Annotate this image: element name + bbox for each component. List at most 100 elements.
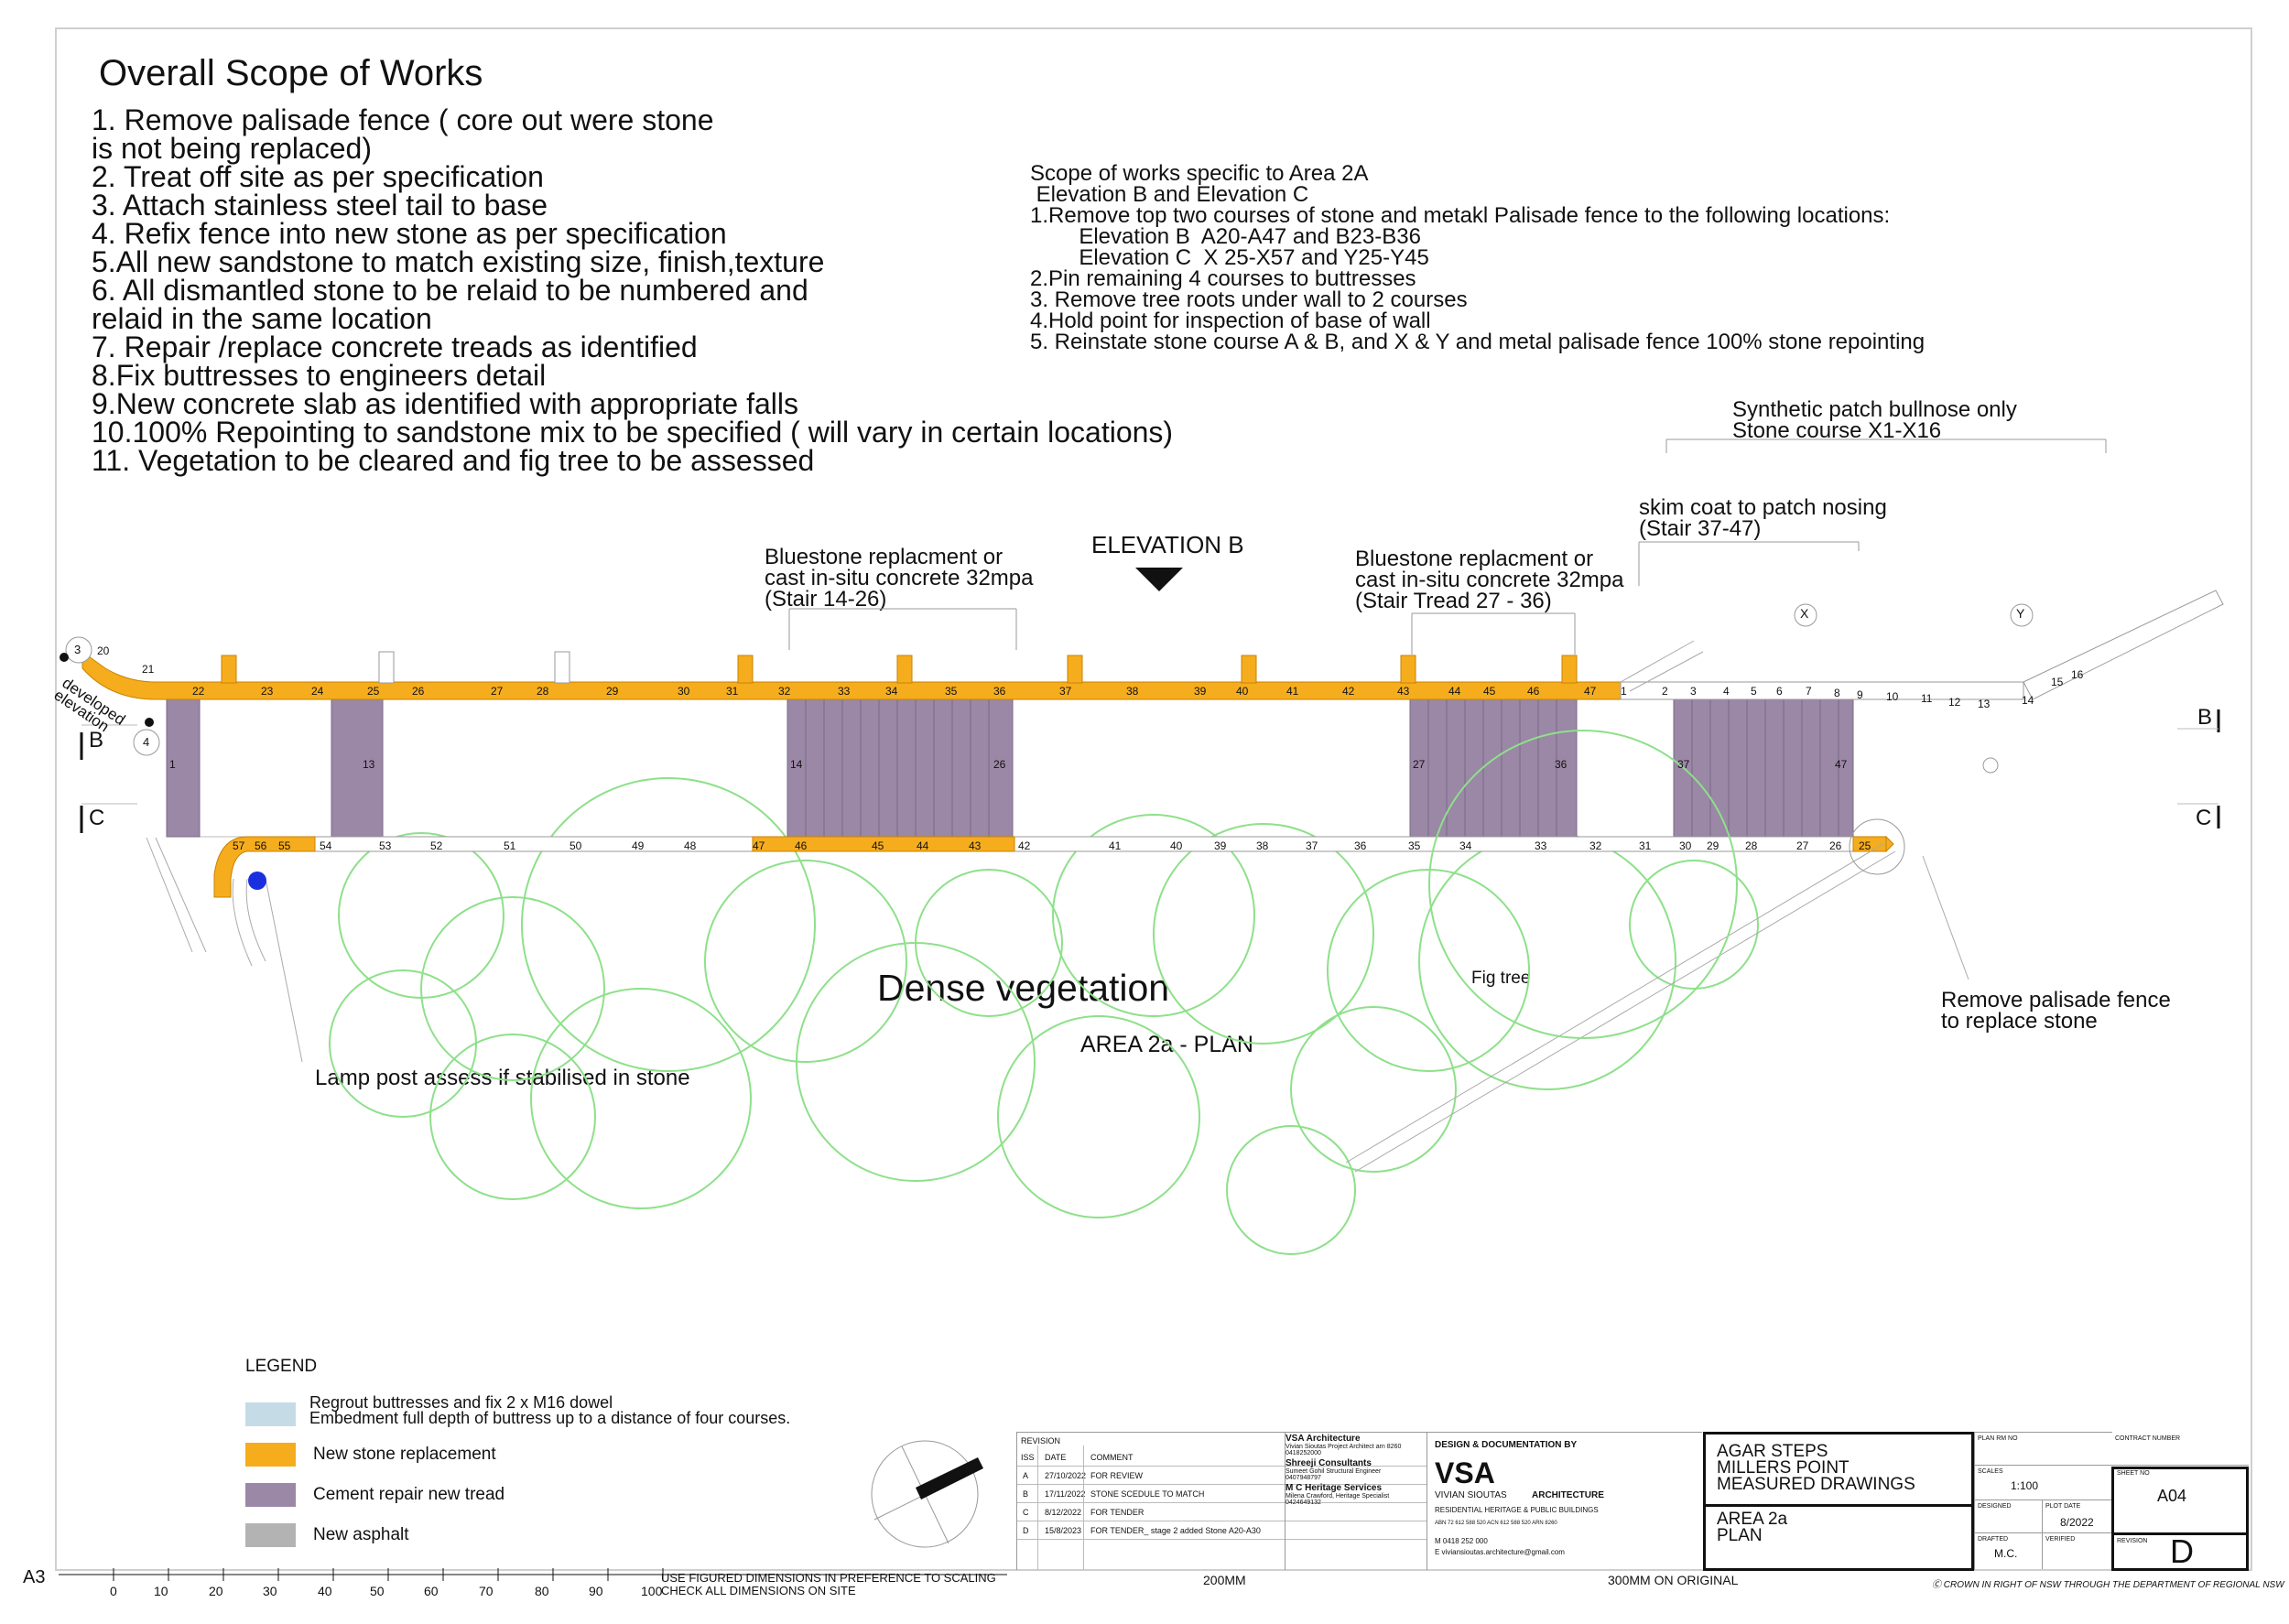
- area-scope-line: Elevation B A20-A47 and B23-B36: [1030, 224, 1421, 249]
- revision-heading: REVISION: [1021, 1436, 1061, 1445]
- wall-number-top-extension: 2: [1662, 685, 1668, 698]
- scaling-note-line: CHECK ALL DIMENSIONS ON SITE: [661, 1584, 856, 1597]
- revision-iss: B: [1023, 1489, 1029, 1499]
- revision-comment: FOR TENDER: [1090, 1508, 1144, 1517]
- wall-number-top-extension: 3: [1690, 685, 1697, 698]
- wall-number-top: 32: [778, 685, 791, 698]
- wall-number-bottom: 42: [1018, 839, 1031, 852]
- elevation-b-arrow: [1135, 568, 1183, 591]
- consultants: VSA Architecture Vivian Sioutas Project …: [1286, 1434, 1423, 1506]
- scaling-note-line: USE FIGURED DIMENSIONS IN PREFERENCE TO …: [661, 1571, 996, 1585]
- wall-number-bottom: 46: [795, 839, 808, 852]
- wall-number-bottom: 49: [632, 839, 645, 852]
- drafted-label: DRAFTED: [1978, 1536, 2009, 1543]
- lamp-post-note: Lamp post assess if stabilised in stone: [315, 1066, 690, 1090]
- scaling-note: USE FIGURED DIMENSIONS IN PREFERENCE TO …: [661, 1572, 996, 1597]
- legend-title: LEGEND: [245, 1357, 318, 1376]
- marker-x-circle: [1794, 603, 1817, 627]
- stair-number-label: 14: [790, 758, 803, 771]
- drafted-by: M.C.: [1994, 1547, 2018, 1560]
- wall-number-top: 31: [726, 685, 739, 698]
- elevation-b-label: ELEVATION B: [1091, 531, 1244, 558]
- ref-3-label: 3: [74, 643, 81, 656]
- stair-number-label: 1: [169, 758, 176, 771]
- wall-number-top: 22: [192, 685, 205, 698]
- revision-date: 8/12/2022: [1045, 1508, 1082, 1517]
- scale-tick-label: 80: [535, 1584, 549, 1598]
- fig-tree-label: Fig tree: [1471, 969, 1531, 988]
- wall-number-bottom: 30: [1679, 839, 1692, 852]
- consultant-name: M C Heritage Services: [1286, 1483, 1383, 1493]
- area-scope: Scope of works specific to Area 2A Eleva…: [1030, 161, 2083, 353]
- scale-tick-label: 10: [154, 1584, 168, 1598]
- drawing-border: [55, 27, 2252, 1571]
- scope-item: 5.All new sandstone to match existing si…: [92, 245, 825, 278]
- revision-col-iss: ISS: [1021, 1453, 1035, 1462]
- wall-number-top-extension: 9: [1857, 688, 1863, 701]
- wall-number-top: 34: [885, 685, 898, 698]
- wall-number-top: 36: [993, 685, 1006, 698]
- wall-number-bottom: 50: [570, 839, 582, 852]
- wall-number-bottom: 39: [1214, 839, 1227, 852]
- firm-sub2: ARCHITECTURE: [1532, 1490, 1604, 1500]
- marker-y-label: Y: [2016, 606, 2025, 621]
- area-scope-line: 1.Remove top two courses of stone and me…: [1030, 203, 1891, 228]
- wall-number-top: 23: [261, 685, 274, 698]
- wall-number-top: 20: [97, 644, 110, 657]
- dense-vegetation-label: Dense vegetation: [877, 967, 1170, 1009]
- legend-swatch-asphalt: [245, 1523, 296, 1547]
- wall-number-top: 35: [945, 685, 958, 698]
- wall-number-bottom: 31: [1639, 839, 1652, 852]
- stair-number-label: 27: [1413, 758, 1426, 771]
- scale-tick-label: 20: [209, 1584, 223, 1598]
- revision-col-comment: COMMENT: [1090, 1453, 1134, 1462]
- firm-phone: M 0418 252 000: [1435, 1537, 1488, 1545]
- stair-number-label: 13: [363, 758, 375, 771]
- wall-number-top-extension: 5: [1751, 685, 1757, 698]
- firm-sub: VIVIAN SIOUTAS: [1435, 1490, 1507, 1500]
- sheet-no: A04: [2157, 1487, 2187, 1505]
- wall-number-bottom: 29: [1707, 839, 1719, 852]
- legend-swatch-cement-repair: [245, 1483, 296, 1507]
- lamp-post-marker: [248, 872, 266, 890]
- scale-value: 1:100: [2011, 1479, 2039, 1492]
- survey-point: [1982, 757, 1999, 774]
- sheet-info-block: PLAN RM NO CONTRACT NUMBER SCALES 1:100 …: [1974, 1432, 2249, 1571]
- scope-item: 9.New concrete slab as identified with a…: [92, 387, 798, 420]
- wall-number-top: 43: [1397, 685, 1410, 698]
- plot-date: 8/2022: [2060, 1516, 2094, 1529]
- ref-circle-3: [65, 636, 92, 664]
- wall-number-bottom: 57: [233, 839, 245, 852]
- wall-number-top: 42: [1342, 685, 1355, 698]
- wall-number-top: 40: [1236, 685, 1249, 698]
- wall-number-bottom: 32: [1589, 839, 1602, 852]
- legend-swatch-regrout: [245, 1402, 296, 1426]
- wall-number-top-extension: 6: [1776, 685, 1783, 698]
- wall-number-top: 37: [1059, 685, 1072, 698]
- verified-label: VERIFIED: [2045, 1536, 2076, 1543]
- mark-200mm: 200MM: [1203, 1573, 1246, 1587]
- wall-number-top: 21: [142, 663, 155, 676]
- wall-number-top: 41: [1286, 685, 1299, 698]
- revision-comment: FOR TENDER_ stage 2 added Stone A20-A30: [1090, 1526, 1261, 1535]
- legend-swatch-new-stone: [245, 1443, 296, 1467]
- consultant-detail: Vivian Sioutas Project Architect arn 826…: [1286, 1444, 1402, 1456]
- revision-table: REVISION ISS DATE COMMENT A 27/10/2022 F…: [1016, 1432, 1427, 1570]
- scale-tick-label: 30: [263, 1584, 277, 1598]
- revision-date: 27/10/2022: [1045, 1471, 1087, 1480]
- scope-item: 4. Refix fence into new stone as per spe…: [92, 217, 727, 250]
- stair-number-label: 47: [1835, 758, 1848, 771]
- scales-label: SCALES: [1978, 1468, 2003, 1475]
- section-c-left: C: [89, 806, 105, 830]
- wall-number-top: 28: [537, 685, 549, 698]
- area-scope-line: Elevation C X 25-X57 and Y25-Y45: [1030, 245, 1429, 270]
- wall-number-top: 25: [367, 685, 380, 698]
- wall-number-bottom: 47: [753, 839, 765, 852]
- note-bluestone-stair-14-26: Bluestone replacment or cast in-situ con…: [765, 545, 1034, 612]
- section-lines: [81, 724, 2218, 805]
- north-arrow-icon: [871, 1440, 983, 1548]
- ref-dot: [60, 653, 69, 662]
- area-scope-line: Scope of works specific to Area 2A: [1030, 161, 1369, 186]
- scale-tick-label: 100: [641, 1584, 663, 1598]
